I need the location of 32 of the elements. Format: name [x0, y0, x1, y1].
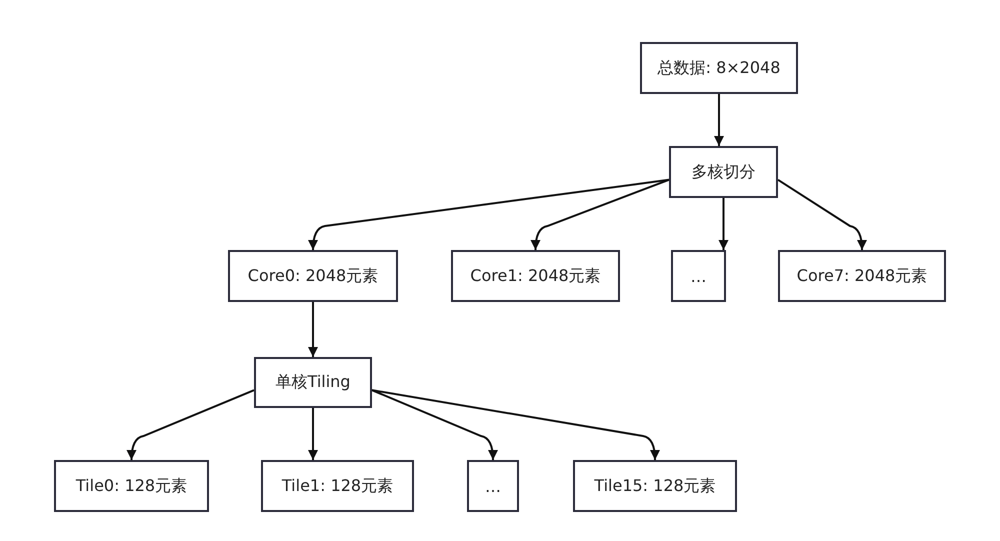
arrow: [126, 389, 254, 460]
process-box: [228, 250, 398, 302]
process-box: [671, 250, 726, 302]
arrow: [372, 389, 498, 460]
process-box: [451, 250, 620, 302]
arrow: [714, 94, 724, 146]
node-label: Core0: 2048元素: [248, 266, 378, 286]
arrow: [777, 178, 867, 250]
arrow: [718, 198, 728, 250]
node-label: Core1: 2048元素: [470, 266, 601, 286]
node-label: Core7: 2048元素: [796, 266, 928, 286]
process-box: [254, 357, 372, 408]
node-label: 总数据: 8×2048: [658, 58, 780, 78]
node-label: 多核切分: [692, 162, 756, 182]
node-label: Tile1: 128元素: [282, 476, 394, 496]
process-box: [467, 460, 519, 512]
arrow: [308, 302, 318, 357]
arrow: [308, 408, 318, 460]
process-box: [669, 146, 778, 198]
process-box: [573, 460, 737, 512]
node-label: …: [690, 266, 706, 286]
arrow: [308, 178, 670, 250]
process-box: [261, 460, 414, 512]
node-label: 单核Tiling: [276, 372, 350, 393]
node-label: …: [485, 476, 501, 496]
arrow: [530, 178, 670, 250]
arrow: [372, 389, 660, 460]
node-label: Tile0: 128元素: [76, 476, 188, 496]
node-label: Tile15: 128元素: [594, 476, 716, 496]
process-box: [640, 42, 798, 94]
process-box: [778, 250, 946, 302]
process-box: [54, 460, 209, 512]
